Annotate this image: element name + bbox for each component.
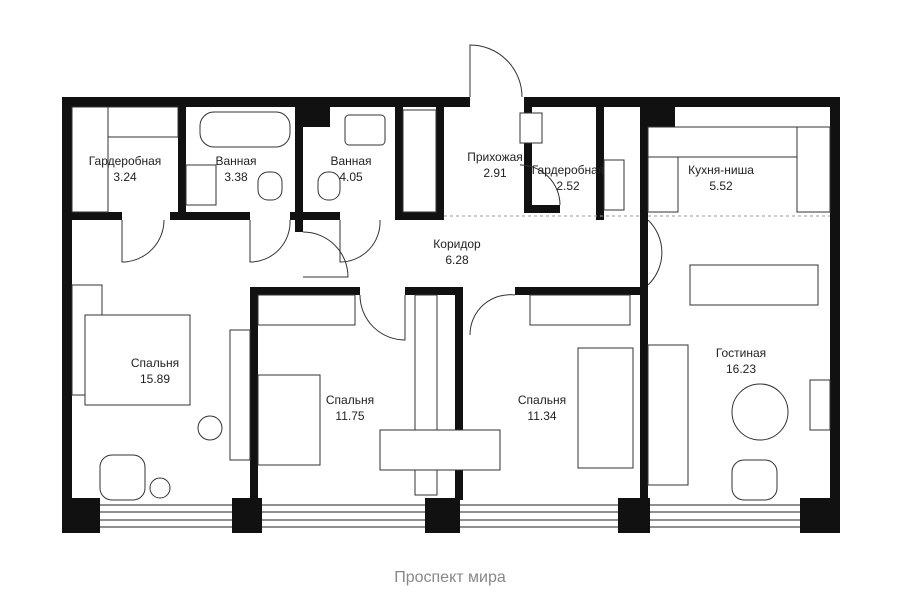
side-table xyxy=(149,477,171,499)
dining-table xyxy=(689,264,819,306)
bed xyxy=(577,347,634,469)
bed xyxy=(257,374,321,466)
room-area: 3.38 xyxy=(224,170,248,184)
washing-machine xyxy=(603,159,625,211)
tv-stand xyxy=(809,379,831,431)
room-name: Ванная xyxy=(215,154,256,168)
room-name: Прихожая xyxy=(467,150,523,164)
room-area: 2.91 xyxy=(483,166,507,180)
room-area: 3.24 xyxy=(113,170,137,184)
room-name: Гостиная xyxy=(716,346,766,360)
wardrobe xyxy=(257,294,356,326)
toilet xyxy=(257,171,283,201)
room-name: Коридор xyxy=(433,237,481,251)
wardrobe xyxy=(529,294,631,326)
room-name: Ванная xyxy=(330,154,371,168)
room-area: 16.23 xyxy=(726,362,756,376)
coffee-table xyxy=(731,383,789,441)
desk xyxy=(379,429,501,471)
sofa xyxy=(647,344,689,486)
sink xyxy=(185,164,217,206)
room-area: 6.28 xyxy=(445,253,469,267)
room-name: Спальня xyxy=(518,393,566,407)
room-area: 2.52 xyxy=(556,179,580,193)
sink xyxy=(344,114,386,146)
room-labels: Гардеробная 3.24 Ванная 3.38 Ванная 4.05… xyxy=(89,150,766,423)
stool xyxy=(197,415,223,441)
room-area: 15.89 xyxy=(140,372,170,386)
desk xyxy=(229,329,251,461)
armchair xyxy=(99,454,146,501)
room-name: Кухня-ниша xyxy=(688,163,754,177)
doors xyxy=(121,44,830,341)
kitchen-counter-right xyxy=(796,126,831,213)
street-label: Проспект мира xyxy=(394,569,506,586)
outer-walls xyxy=(62,97,840,533)
bathtub xyxy=(199,111,291,148)
room-name: Спальня xyxy=(326,393,374,407)
interior-walls xyxy=(72,107,675,510)
room-name: Гардеробная xyxy=(89,154,162,168)
room-name: Гардеробная xyxy=(532,163,605,177)
kitchen-counter-left xyxy=(647,156,679,213)
wardrobe-hangers xyxy=(71,106,109,213)
toilet xyxy=(317,171,341,201)
room-area: 11.75 xyxy=(335,409,364,423)
shoe-rack xyxy=(519,112,543,144)
furniture xyxy=(71,106,831,501)
bed xyxy=(84,314,191,406)
armchair xyxy=(731,459,778,501)
room-area: 4.05 xyxy=(339,170,363,184)
room-area: 11.34 xyxy=(527,409,556,423)
shower xyxy=(402,109,437,213)
room-name: Спальня xyxy=(131,356,179,370)
wardrobe-rail xyxy=(107,106,179,138)
room-area: 5.52 xyxy=(709,179,733,193)
